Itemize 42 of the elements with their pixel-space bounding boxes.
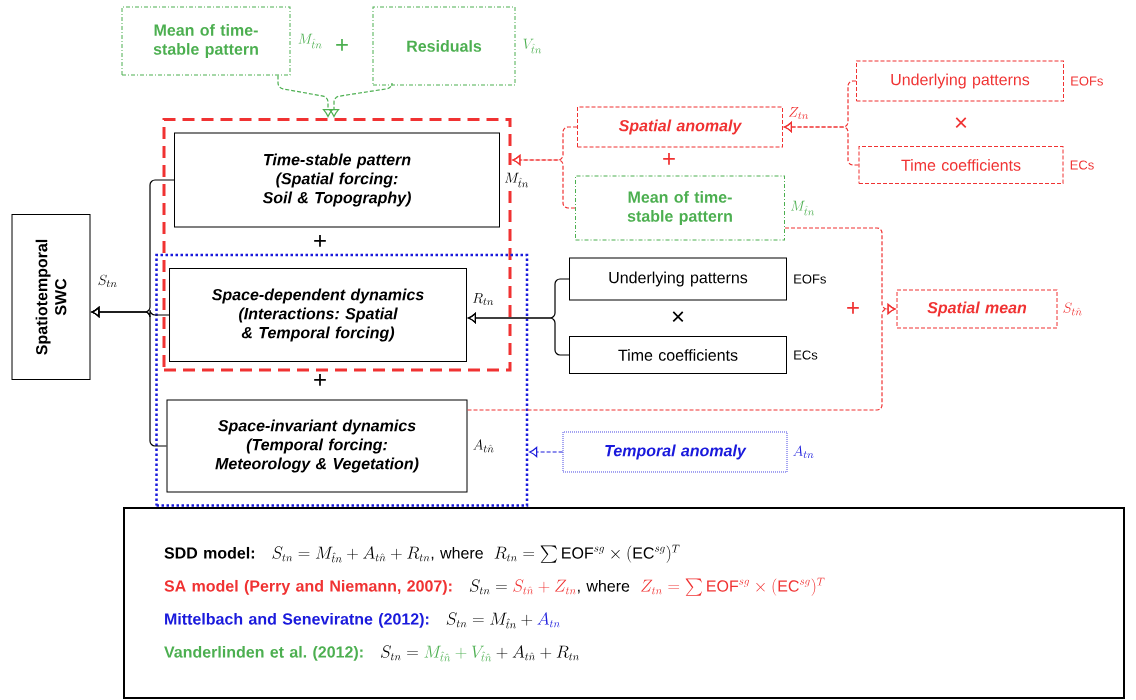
formula-label: $M_{\hat{t}n}$ — [296, 32, 324, 50]
text-box: Underlying patterns — [856, 60, 1064, 102]
text-box: Time coefficients — [569, 336, 787, 374]
side-label: EOFs — [1069, 75, 1105, 87]
formula-label: $S_{t\hat{n}}$ — [1061, 301, 1084, 317]
text-box: Spatial anomaly — [577, 106, 783, 148]
formula-label: $V_{\hat{t}n}$ — [521, 37, 543, 55]
formula-label: $Z_{tn}$ — [787, 106, 810, 120]
operator-sign: + — [847, 302, 859, 314]
formula-label: $S_{tn}$ — [96, 274, 119, 288]
formula-label: $A_{tn}$ — [791, 445, 816, 459]
arrow — [466, 303, 896, 411]
formula-label: $A_{t\hat{n}}$ — [471, 438, 496, 454]
operator-sign: + — [336, 39, 348, 51]
operator-sign: + — [314, 374, 326, 386]
arrow — [529, 446, 564, 458]
formula-label: $M_{\hat{t}n}$ — [789, 199, 816, 217]
arrow — [277, 74, 334, 118]
operator-sign: × — [955, 117, 967, 129]
operator-sign: + — [663, 153, 675, 165]
arrow — [328, 82, 393, 118]
dotted-frame — [155, 253, 529, 507]
arrow — [91, 306, 168, 447]
text-box: Temporal anomaly — [562, 431, 788, 473]
text-box: Spatial mean — [896, 289, 1058, 329]
text-box: Time coefficients — [858, 146, 1064, 184]
side-label: ECs — [1068, 159, 1096, 171]
formula-label: $R_{tn}$ — [471, 292, 495, 306]
operator-sign: + — [314, 235, 326, 247]
text-box: Time-stable pattern (Spatial forcing: Soil & Topography) — [174, 132, 500, 228]
text-box: Underlying patterns — [569, 257, 787, 301]
formula-label: $M_{\hat{t}n}$ — [503, 171, 530, 189]
text-box: Mean of time-stable pattern — [575, 175, 785, 241]
text-box: Space-dependent dynamics (Interactions: Spatial & Temporal forcing) — [169, 268, 467, 362]
equation-panel: SDD model: $S_{tn} = M_{\hat{t}n} + A_{t\hat{n}} + R_{tn}\text{, where }\; R_{tn} = \sum \mathrm{EOF}^{sg} \times (\mathrm{EC}^{sg})^{T}$ SA model (Perry and Niemann, 2007): $S_{tn} = \textcolor{swcred}{S_{t\hat{n}} + Z_{tn}}\text{, where }\; \textcolor{swcred}{Z_{tn} = \sum \mathrm{EOF}^{sg} \times (\mathrm{EC}^{sg})^{T}}$ Mittelbach and Seneviratne (2012): $S_{tn} = M_{\hat{t}n} + \textcolor{swcblue}{A_{tn}}$ Vanderlinden et al. (2012): $S_{tn} = \textcolor{swcgreen}{M_{\hat{t}\hat{n}} + V_{\hat{t}\hat{n}}} + A_{t\hat{n}} + R_{tn}$ — [123, 507, 1125, 699]
text-box: Residuals — [372, 6, 516, 86]
text-box: Mean of time-stable pattern — [121, 6, 291, 76]
side-label: EOFs — [792, 273, 828, 285]
text-box: Spatiotemporal SWC — [11, 214, 91, 380]
text-box: Space-invariant dynamics (Temporal forcing: Meteorology & Vegetation) — [166, 399, 468, 493]
side-label: ECs — [792, 349, 819, 361]
operator-sign: × — [672, 311, 684, 323]
